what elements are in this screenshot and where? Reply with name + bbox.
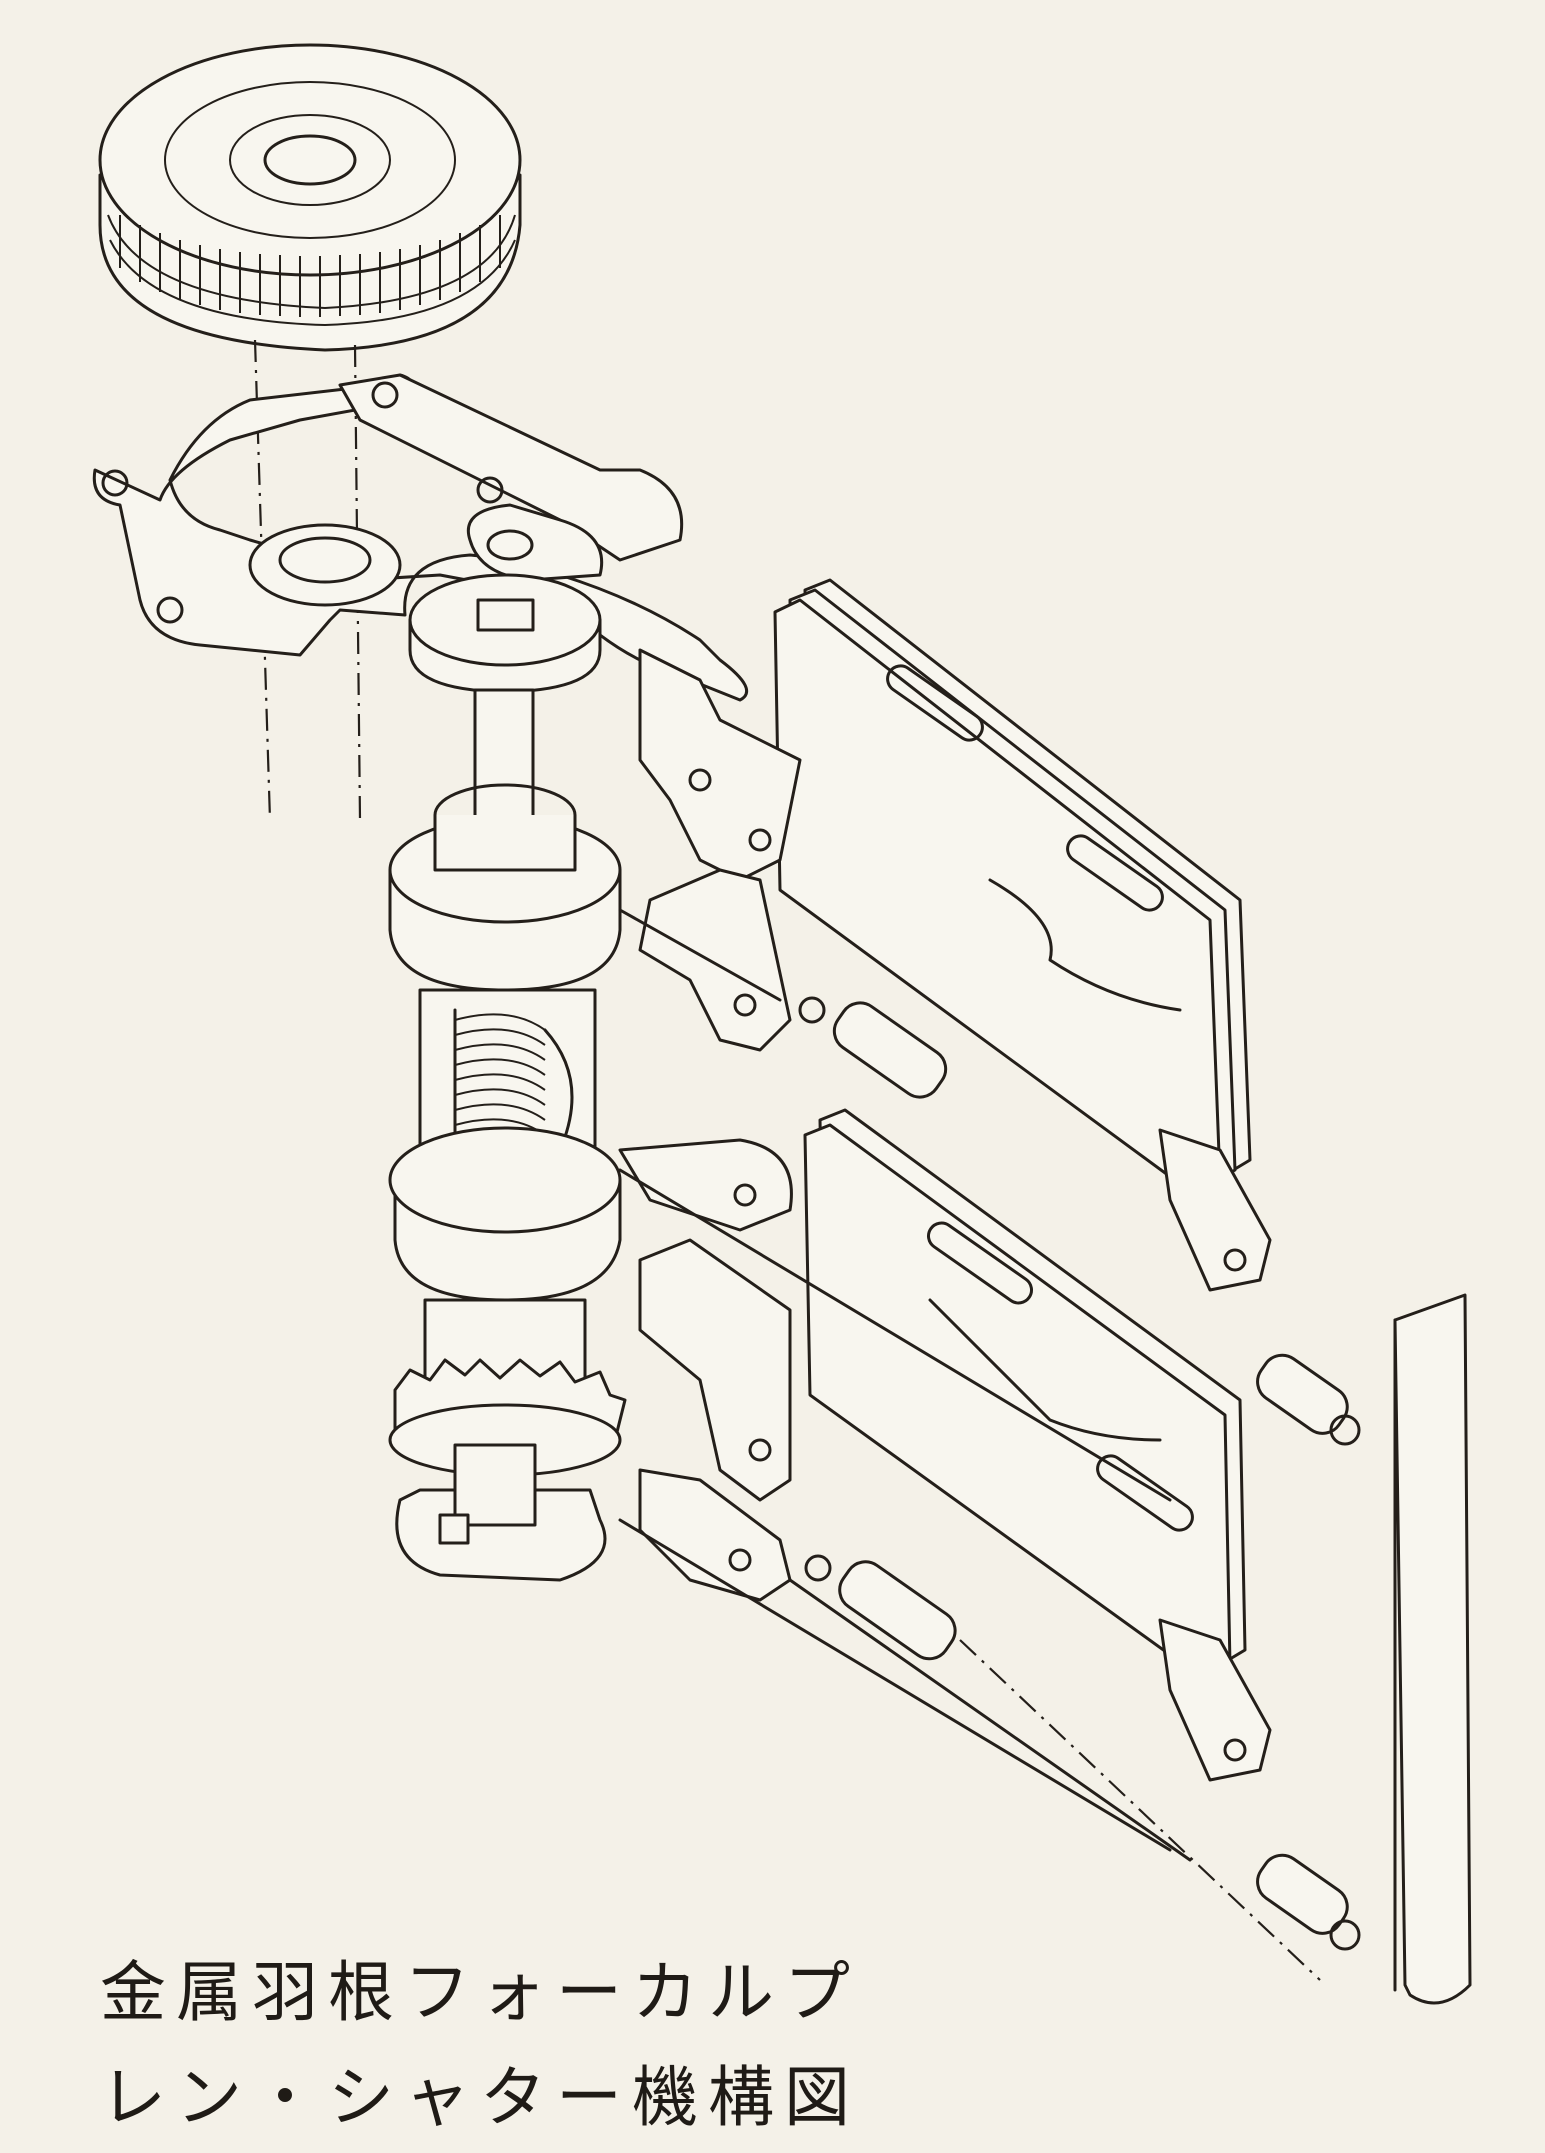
caption-line-1: 金属羽根フォーカルプ — [100, 1954, 860, 2031]
caption-line-2: レン・シャター機構図 — [100, 2059, 860, 2136]
linkage-arms — [618, 648, 1272, 1862]
main-shaft-assembly — [388, 573, 627, 1582]
spring-lower — [804, 1554, 957, 1661]
dial-knurling — [119, 215, 501, 317]
figure-caption: 金属羽根フォーカルプ レン・シャター機構図 — [100, 1940, 860, 2150]
spring-right-lower — [1256, 1853, 1361, 1951]
frame-rail — [1393, 1293, 1472, 2005]
spring-upper — [798, 996, 948, 1099]
spring-right-upper — [1256, 1353, 1361, 1446]
speed-dial — [98, 43, 522, 352]
drive-gear — [388, 1358, 627, 1477]
upper-blade-stack — [773, 578, 1252, 1197]
tension-springs — [798, 996, 1361, 1951]
